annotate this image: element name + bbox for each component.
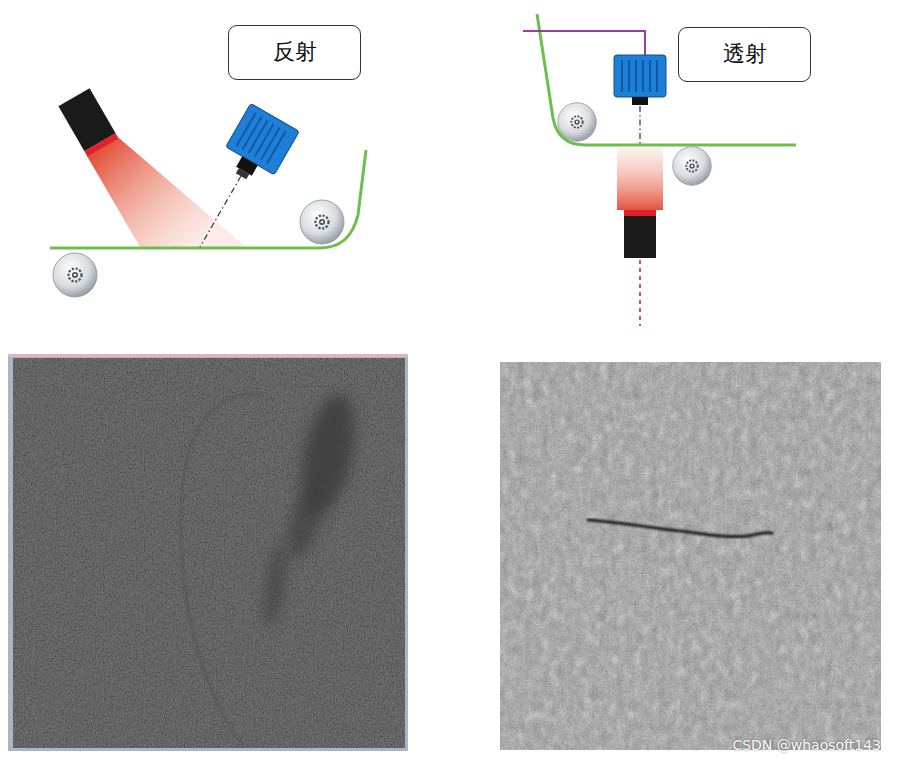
roller [673,147,712,186]
label-box: 透射 [678,27,811,82]
label-box: 反射 [228,25,361,80]
light-axis [639,260,641,326]
setup-title: 反射 [273,39,317,65]
light-beam [87,138,246,247]
camera [614,55,666,105]
light-source [624,210,656,216]
camera [217,103,299,190]
optical-axis [639,106,640,144]
setup-title: 透射 [723,41,767,67]
roller [558,103,597,142]
optical-axis [200,176,241,247]
watermark: CSDN @whaosoft143 [732,737,881,753]
transmission-sample-image [500,362,881,750]
roller [53,253,97,297]
light-beam [617,147,663,210]
light-source [624,216,656,258]
web-material [50,150,366,248]
reflection-sample-image [8,354,408,751]
roller [300,200,344,244]
light-source [58,88,118,156]
camera-mount [523,31,645,56]
